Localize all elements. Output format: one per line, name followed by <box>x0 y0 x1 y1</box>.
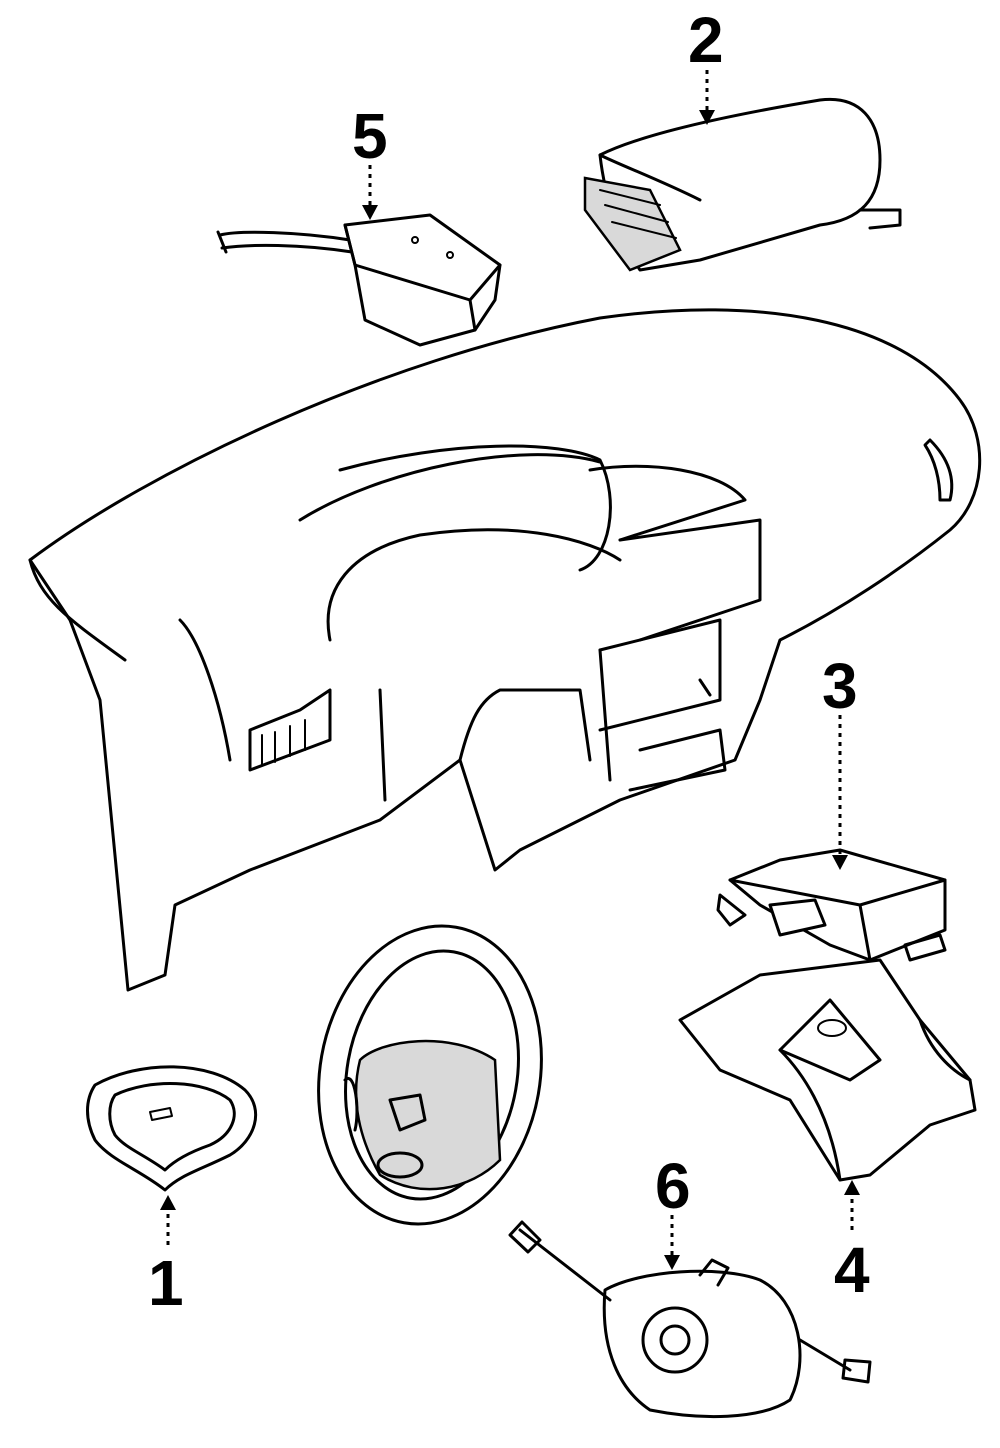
callout-1: 1 <box>148 1247 184 1319</box>
callout-3: 3 <box>822 650 858 722</box>
callout-4: 4 <box>834 1234 870 1306</box>
steering-wheel <box>317 924 543 1226</box>
air-bag-sensor <box>216 213 502 347</box>
callout-6: 6 <box>655 1150 691 1222</box>
passenger-air-bag <box>583 97 902 272</box>
driver-air-bag <box>86 1065 258 1192</box>
callout-5: 5 <box>352 100 388 172</box>
instrument-panel <box>28 308 982 992</box>
diagnostic-module <box>716 848 947 962</box>
mounting-bracket <box>678 958 977 1182</box>
clockspring-switch <box>508 1220 872 1419</box>
callout-arrows <box>160 70 860 1270</box>
callout-2: 2 <box>688 4 724 76</box>
